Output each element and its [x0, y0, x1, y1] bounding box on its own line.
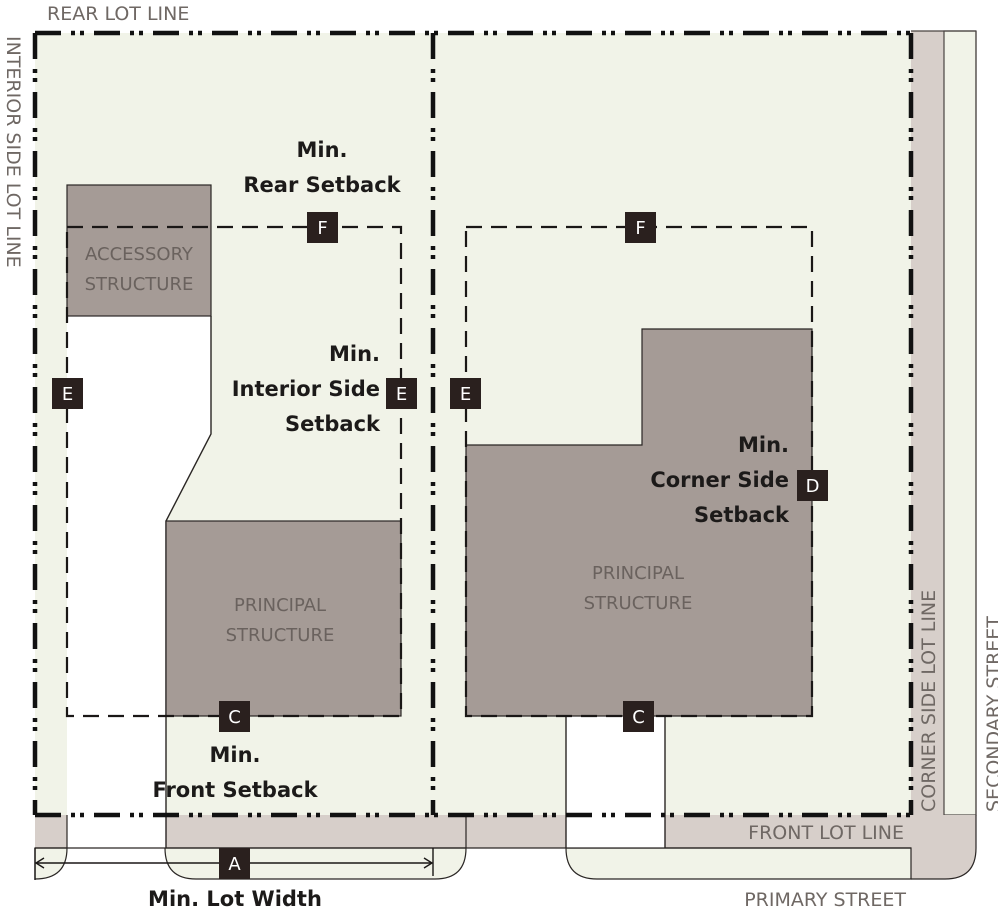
svg-text:C: C [228, 707, 241, 728]
svg-text:F: F [317, 218, 327, 239]
accessory-structure [66, 184, 212, 317]
interior-side-setback-label-2: Interior Side [232, 377, 380, 401]
corner-side-setback-label-1: Min. [738, 433, 789, 457]
badge-f-left: F [307, 212, 338, 243]
badge-c-left: C [219, 701, 250, 732]
secondary-street-sidewalk [911, 31, 944, 879]
svg-text:A: A [228, 854, 241, 875]
principal-structure-left [165, 520, 402, 717]
rear-lot-line-label: REAR LOT LINE [47, 3, 189, 25]
secondary-street-verge [943, 30, 977, 816]
badge-f-right: F [625, 212, 656, 243]
lot-width-label: Min. Lot Width [148, 887, 322, 911]
principal-structure-left-label-1: PRINCIPAL [234, 595, 326, 616]
front-setback-label-2: Front Setback [152, 778, 318, 802]
front-setback-label-1: Min. [209, 743, 260, 767]
street-curb-corner [911, 815, 977, 880]
primary-street-label: PRIMARY STREET [744, 889, 906, 911]
front-verge-right [565, 847, 912, 880]
arrow-left-icon [34, 857, 45, 869]
badge-a: A [219, 848, 250, 879]
badge-c-right: C [623, 701, 654, 732]
lot-lines [32, 30, 914, 818]
interior-side-setback-label-1: Min. [329, 342, 380, 366]
svg-text:C: C [632, 707, 645, 728]
accessory-structure-label-1: ACCESSORY [85, 244, 194, 265]
corner-side-lot-line-label: CORNER SIDE LOT LINE [918, 590, 940, 812]
svg-text:D: D [806, 476, 820, 497]
front-lot-line-label: FRONT LOT LINE [748, 822, 904, 844]
principal-structure-right-label-2: STRUCTURE [584, 593, 693, 614]
badge-e-right: E [450, 378, 481, 409]
arrow-right-icon [423, 857, 434, 869]
svg-text:E: E [396, 384, 407, 405]
corner-side-setback-label-3: Setback [694, 503, 790, 527]
interior-side-lot-line-label: INTERIOR SIDE LOT LINE [2, 36, 24, 268]
interior-side-setback-label-3: Setback [285, 412, 381, 436]
badge-e-left-inner: E [386, 378, 417, 409]
rear-setback-label-1: Min. [296, 138, 347, 162]
svg-text:E: E [460, 384, 471, 405]
badge-e-left-outer: E [52, 378, 83, 409]
front-sidewalk [35, 815, 976, 879]
rear-setback-label-2: Rear Setback [243, 173, 401, 197]
corner-side-setback-label-2: Corner Side [650, 468, 789, 492]
secondary-street-label: SECONDARY STREET [983, 616, 998, 812]
badge-d: D [797, 470, 828, 501]
accessory-structure-label-2: STRUCTURE [85, 274, 194, 295]
principal-structure-left-label-2: STRUCTURE [226, 625, 335, 646]
driveway-left [67, 316, 211, 848]
driveway-right [566, 716, 665, 848]
principal-structure-right-label-1: PRINCIPAL [592, 563, 684, 584]
svg-text:F: F [635, 218, 645, 239]
svg-text:E: E [62, 384, 73, 405]
